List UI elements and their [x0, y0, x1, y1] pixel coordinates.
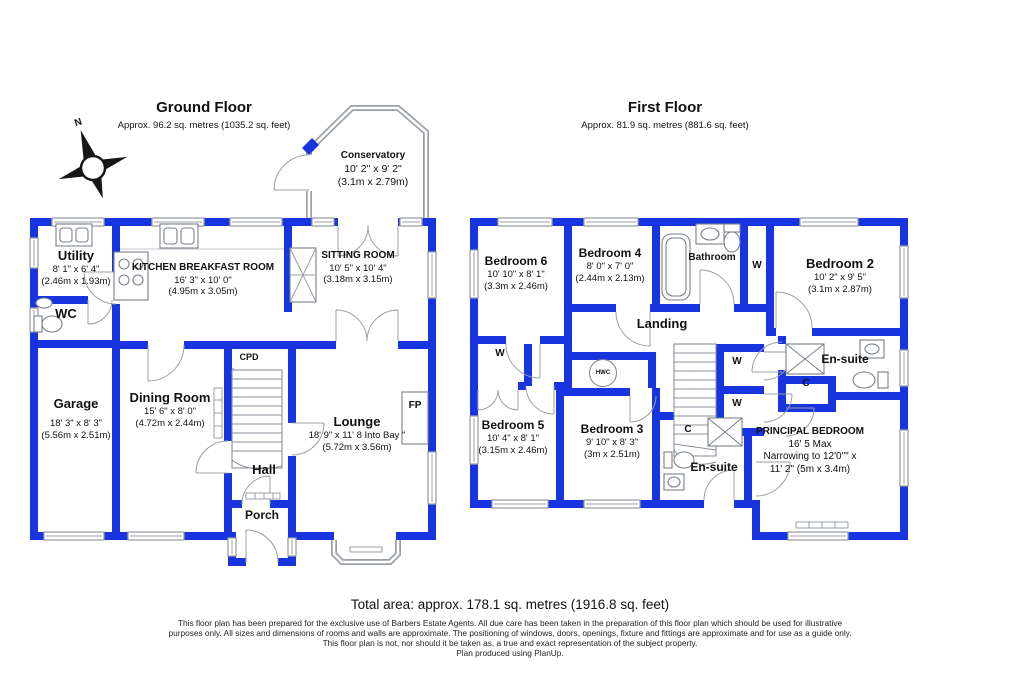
bay-window: [331, 540, 401, 565]
room-label-bedroom3: Bedroom 3 9' 10" x 8' 3" (3m x 2.51m): [580, 422, 644, 460]
wc-toilet-icon: [33, 297, 63, 333]
radiator: [213, 387, 223, 439]
ground-floor-title: Ground Floor: [156, 99, 252, 116]
compass-icon: N: [58, 116, 128, 199]
ground-floor-stairs: [231, 369, 283, 470]
first-floor-windows: [469, 217, 909, 541]
room-label-utility: Utility 8' 1" x 6' 4" (2.46m x 1.93m): [41, 248, 111, 288]
room-label-wc: WC: [55, 306, 77, 321]
label-wardrobe-stairs-1: W: [732, 356, 742, 367]
stove-icon: [113, 251, 149, 301]
room-label-ensuite-bottom: En-suite: [690, 460, 738, 474]
kitchen-sink-icon: [120, 223, 284, 250]
ensuite2-toilet-icon: [663, 451, 695, 469]
room-label-garage: Garage 18' 3" x 8' 3" (5.56m x 2.51m): [41, 396, 111, 442]
room-label-dining-room: Dining Room 15' 6" x 8' 0" (4.72m x 2.44…: [129, 390, 211, 430]
label-wardrobe-left: W: [495, 348, 505, 359]
room-label-sitting-room: SITTING ROOM 10' 5" x 10' 4" (3.18m x 3.…: [321, 250, 395, 286]
room-label-hall: Hall: [252, 462, 276, 477]
label-wardrobe-bathroom: W: [752, 260, 762, 271]
bathroom-sink-icon: [695, 223, 725, 245]
ensuite-toilet-icon: [852, 371, 889, 389]
label-hwc: HWC: [589, 359, 617, 387]
fireplace-box: [401, 391, 429, 445]
ground-floor-windows: [29, 217, 437, 557]
footer: Total area: approx. 178.1 sq. metres (19…: [40, 597, 980, 659]
compass-north-label: N: [73, 116, 83, 129]
room-label-bedroom5: Bedroom 5 10' 4" x 8' 1" (3.15m x 2.46m): [478, 418, 548, 456]
ground-floor-doors: [83, 154, 399, 563]
room-label-principal-bedroom: PRINCIPAL BEDROOM 16' 5 Max Narrowing to…: [756, 426, 864, 475]
total-area-text: Total area: approx. 178.1 sq. metres (19…: [350, 597, 670, 612]
ensuite-sink-icon: [859, 339, 885, 359]
shower-icon: [785, 343, 825, 375]
conservatory-bay: [302, 105, 429, 218]
room-label-landing: Landing: [636, 316, 688, 331]
shower-icon: [707, 417, 743, 447]
bath-icon: [661, 233, 691, 301]
label-cpd: CPD: [239, 352, 259, 362]
first-floor-doors: [477, 269, 815, 501]
ground-floor-title-block: Ground Floor Approx. 96.2 sq. metres (10…: [118, 99, 291, 132]
room-label-bedroom2: Bedroom 2 10' 2" x 9' 5" (3.1m x 2.87m): [806, 256, 874, 296]
room-label-bedroom6: Bedroom 6 10' 10" x 8' 1" (3.3m x 2.46m): [484, 254, 548, 292]
ensuite2-sink-icon: [663, 473, 685, 491]
radiator: [245, 492, 281, 500]
first-floor-plan: [469, 217, 909, 541]
room-label-conservatory: Conservatory 10' 2" x 9' 2" (3.1m x 2.79…: [337, 150, 409, 188]
label-wardrobe-stairs-2: W: [732, 398, 742, 409]
first-floor-title: First Floor: [627, 99, 703, 116]
first-floor-title-block: First Floor Approx. 81.9 sq. metres (881…: [581, 99, 748, 132]
ground-floor-plan: [29, 105, 437, 566]
room-label-kitchen: KITCHEN BREAKFAST ROOM 16' 3" x 10' 0" (…: [131, 262, 275, 298]
first-floor-subtitle: Approx. 81.9 sq. metres (881.6 sq. feet): [581, 119, 749, 131]
room-label-ensuite-top: En-suite: [821, 352, 869, 366]
utility-sink-icon: [55, 223, 93, 247]
room-label-porch: Porch: [244, 508, 280, 522]
label-cupboard-bottom: C: [684, 424, 692, 435]
label-cupboard-top: C: [802, 378, 810, 389]
room-label-bathroom: Bathroom: [688, 252, 736, 263]
bathroom-toilet-icon: [723, 223, 741, 253]
ground-floor-subtitle: Approx. 96.2 sq. metres (1035.2 sq. feet…: [117, 119, 291, 131]
room-label-bedroom4: Bedroom 4 8' 0" x 7' 0" (2.44m x 2.13m): [575, 246, 645, 284]
room-label-lounge: Lounge 18' 9" x 11' 8 Into Bay " (5.72m …: [308, 414, 406, 454]
label-fp: FP: [408, 400, 422, 411]
disclaimer-text: This floor plan has been prepared for th…: [168, 618, 852, 658]
kitchen-unit-icon: [289, 247, 317, 303]
radiator: [795, 521, 849, 529]
